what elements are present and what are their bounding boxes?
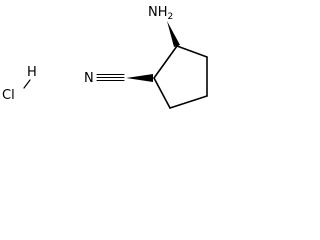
hcl-bond (23, 79, 31, 89)
ring-bond-c2-c3 (176, 45, 208, 58)
hydrogen-label: H (27, 65, 37, 80)
ring-bond-c4-c5 (169, 95, 208, 109)
wedge-bond-nitrile (126, 74, 153, 82)
nitrile-nitrogen-label: N (84, 71, 94, 86)
chlorine-label: Cl (2, 88, 15, 103)
amine-label: NH2 (148, 5, 173, 22)
ring-bond-c1-c2 (153, 45, 178, 79)
structure-diagram: NH2 N Cl H (2, 5, 208, 109)
wedge-bond-amine (167, 21, 180, 47)
ring-bond-c5-c1 (153, 77, 171, 109)
